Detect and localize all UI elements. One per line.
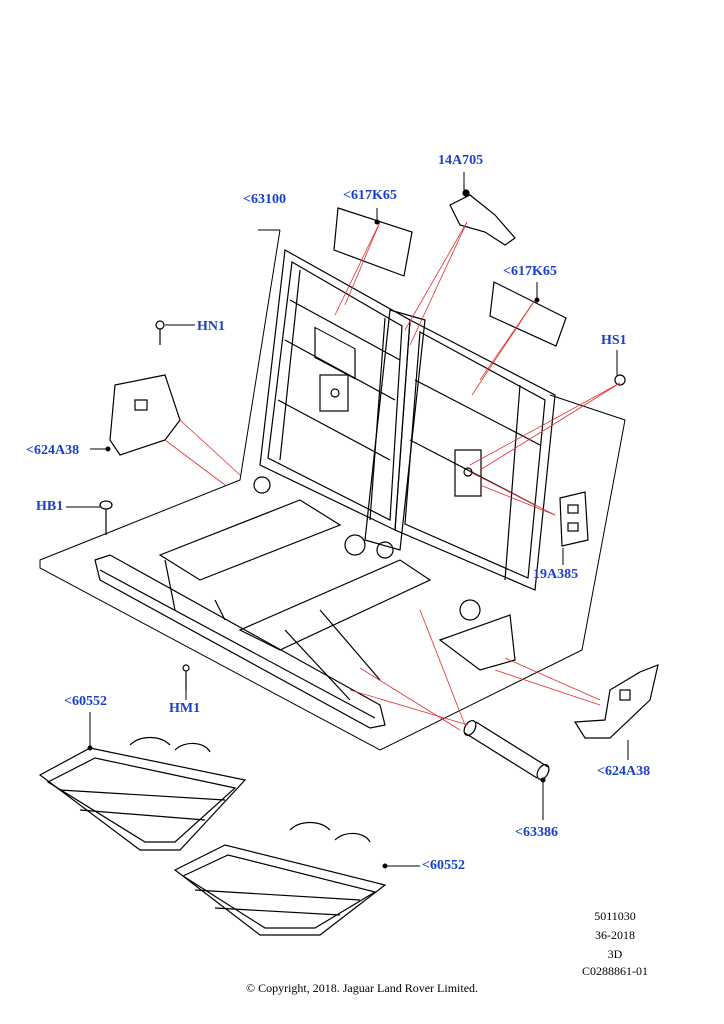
callout-hb1[interactable]: HB1 [36,499,64,514]
callout-ticks [66,172,629,869]
bracket-624a38-right [573,664,659,739]
fastener-hs1 [614,374,626,386]
callout-19a385[interactable]: 19A385 [533,567,579,582]
seat-back-frame-right [394,319,556,591]
reference-line-3: 3D [607,947,623,961]
leader-lines [164,221,621,731]
callout-14a705[interactable]: 14A705 [438,153,484,168]
reference-line-4: C0288861-01 [582,964,648,978]
callout-624a38-left[interactable]: <624A38 [26,443,80,458]
assembly-boundary [39,229,626,751]
bracket-19a385 [559,491,589,547]
copyright-notice: © Copyright, 2018. Jaguar Land Rover Lim… [245,981,479,995]
wire-frame-60552-b [173,821,387,936]
callout-60552-a[interactable]: <60552 [64,694,107,709]
headrest-pad-right [489,281,567,347]
fastener-hb1 [99,500,113,535]
callout-63386[interactable]: <63386 [515,825,558,840]
callout-hs1[interactable]: HS1 [601,333,627,348]
fastener-hm1 [182,664,190,690]
reference-line-2: 36-2018 [595,928,635,942]
callout-617k65-a[interactable]: <617K65 [343,188,397,203]
headrest-pad-left [333,207,413,277]
tube-63386 [463,720,550,780]
callout-hn1[interactable]: HN1 [197,319,225,334]
callout-617k65-b[interactable]: <617K65 [503,264,557,279]
seat-base-rails [94,499,516,729]
callout-624a38-right[interactable]: <624A38 [597,764,651,779]
seat-back-frame-left [259,249,411,531]
reference-line-1: 5011030 [594,909,636,923]
callout-hm1[interactable]: HM1 [169,701,201,716]
center-recliner-post [253,309,481,621]
fastener-hn1 [155,320,165,345]
callout-63100[interactable]: <63100 [243,192,286,207]
wire-frame-60552-a [38,736,247,851]
callout-60552-b[interactable]: <60552 [422,858,465,873]
